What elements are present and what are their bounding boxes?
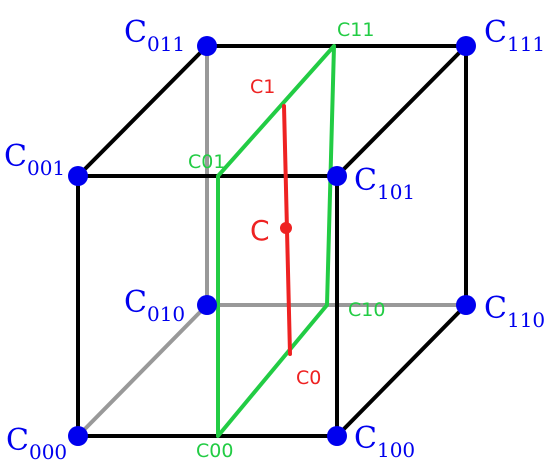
label-c: C xyxy=(250,214,270,247)
front-edges xyxy=(76,44,468,438)
label-c11: C11 xyxy=(337,19,374,41)
label-c110: C110 xyxy=(484,291,545,332)
edge-c000-c010 xyxy=(76,303,209,438)
label-c010: C010 xyxy=(124,285,185,326)
vertex-c011 xyxy=(197,36,217,56)
label-c111: C111 xyxy=(484,15,545,56)
edge-c111-c101 xyxy=(335,44,468,178)
label-c1: C1 xyxy=(250,76,275,98)
label-c00: C00 xyxy=(196,440,233,462)
vertex-c100 xyxy=(327,426,347,446)
edge-c011-c001 xyxy=(76,44,209,178)
label-c101: C101 xyxy=(354,163,415,204)
interpolated-point xyxy=(280,222,292,234)
vertex-c001 xyxy=(68,166,88,186)
vertex-c000 xyxy=(68,426,88,446)
vertex-c110 xyxy=(456,295,476,315)
label-c01: C01 xyxy=(188,151,225,173)
label-c011: C011 xyxy=(124,15,185,56)
label-c000: C000 xyxy=(6,423,67,464)
label-c10: C10 xyxy=(348,299,385,321)
label-c100: C100 xyxy=(354,421,415,462)
label-c0: C0 xyxy=(296,367,321,389)
cube-vertices xyxy=(68,36,476,446)
vertex-c010 xyxy=(197,295,217,315)
edge-c110-c100 xyxy=(335,303,468,438)
vertex-c111 xyxy=(456,36,476,56)
label-c001: C001 xyxy=(4,139,65,180)
vertex-c101 xyxy=(327,166,347,186)
